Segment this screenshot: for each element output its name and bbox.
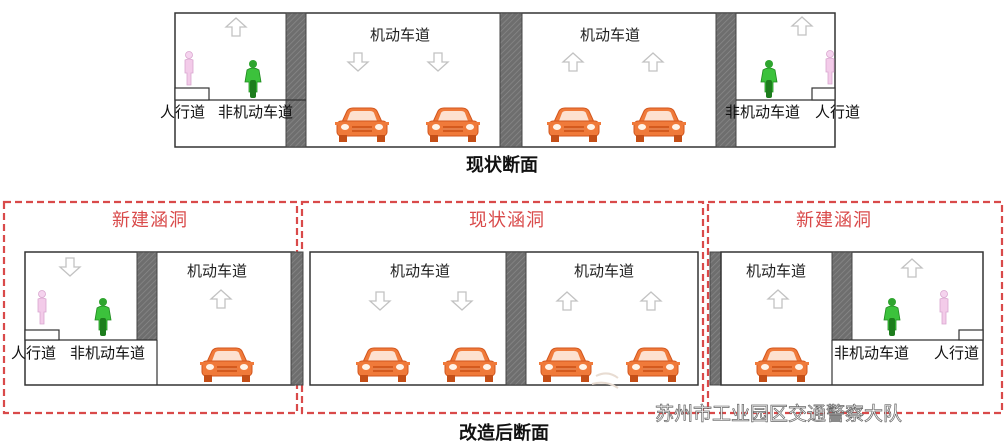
current-side-label-4: 人行道 [815,103,860,121]
rebuilt-lane-label-4: 机动车道 [746,262,806,280]
rebuilt-lane-label-1: 机动车道 [187,262,247,280]
current-section-caption: 现状断面 [466,154,538,176]
rebuilt-lane-label-3: 机动车道 [574,262,634,280]
box-label-left: 新建涵洞 [112,210,188,231]
rebuilt-side-label-3: 非机动车道 [834,344,909,362]
watermark-text: 苏州市工业园区交通警察大队 [655,403,902,425]
current-lane-label-2: 机动车道 [580,26,640,44]
current-lane-label-1: 机动车道 [370,26,430,44]
rebuilt-side-label-1: 人行道 [11,344,56,362]
rebuilt-side-label-2: 非机动车道 [70,344,145,362]
center-culvert-pillar [505,251,527,386]
current-side-label-3: 非机动车道 [725,103,800,121]
box-label-right: 新建涵洞 [796,210,872,231]
left-sidewalk-step [24,329,60,341]
watermark-logo-icon [591,372,619,389]
new-culvert-frame-right [706,200,1004,415]
watermark: 苏州市工业园区交通警察大队 [591,372,902,425]
box-label-center: 现状涵洞 [469,210,545,231]
current-sidewalk-step-left [174,87,210,101]
right-culvert-wall [709,251,722,386]
current-side-label-1: 人行道 [160,103,205,121]
rebuilt-side-label-4: 人行道 [934,344,979,362]
rebuilt-section-caption: 改造后断面 [459,422,549,444]
current-section: 人行道 非机动车道 机动车道 机动车道 非机动车道 人行道 现状断面 [160,12,860,176]
left-culvert-wall [290,251,304,386]
current-sidewalk-step-right [811,87,836,101]
right-sidewalk-step [958,329,984,341]
current-pillar-left [285,12,307,148]
left-culvert-pillar [136,251,158,341]
rebuilt-section: 新建涵洞 现状涵洞 新建涵洞 人行道 非机动车道 机动车道 机动车道 机动车道 [2,200,1004,444]
current-side-label-2: 非机动车道 [218,103,293,121]
current-pillar-right [715,12,737,148]
current-pillar-center [499,12,523,148]
right-culvert-pillar [831,251,853,341]
rebuilt-lane-label-2: 机动车道 [390,262,450,280]
existing-culvert-frame [300,200,705,415]
